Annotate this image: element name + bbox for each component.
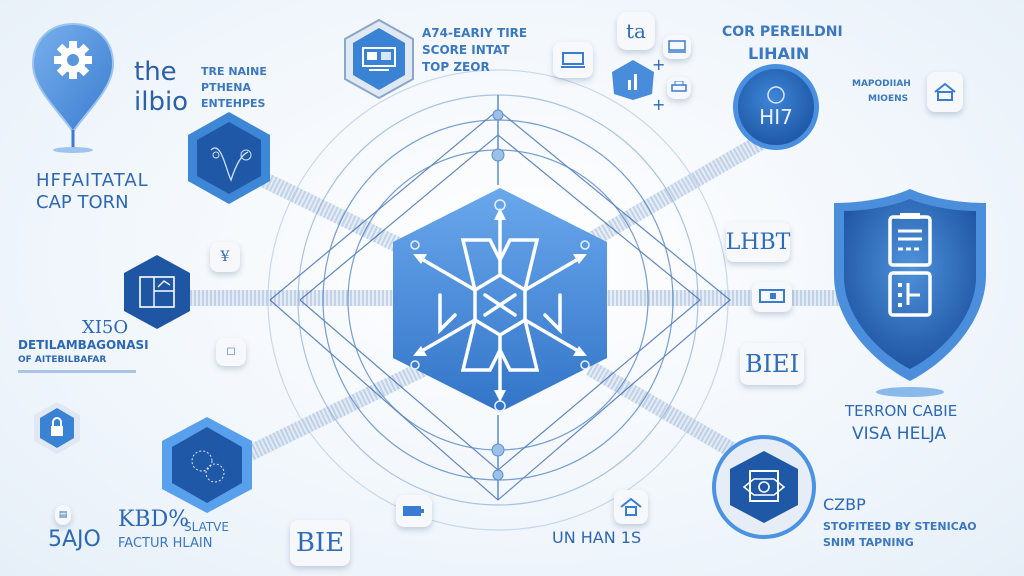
top-left-caption-line2: CAP TORN [36,192,129,213]
bottom-right-subtitle-line2: SNIM TAPNING [823,536,914,549]
house-tile-bottom[interactable] [614,490,648,524]
house-tile[interactable] [927,72,963,112]
top-center-line2: SCORE INTAT [422,43,510,57]
connector-stripe-left [190,290,420,306]
biei-tile-text: BIEI [744,350,800,378]
left-mid-title: XI5O [82,317,129,338]
wiring-hexagon-icon[interactable] [186,110,272,206]
left-mid-subtitle: DETILAMBAGONASI [18,338,149,352]
top-left-title-line2: ilbio [134,87,189,117]
hi7-badge[interactable]: HI7 [733,64,819,150]
secure-document-badge[interactable] [712,435,816,539]
secure-document-icon [730,451,798,523]
top-left-subtitle-2: PTHENA [201,81,252,94]
coins-tile[interactable]: ¥ [210,242,240,272]
house-icon [934,82,956,101]
monitor-icon-mid [759,289,785,303]
top-center-line1: A74-EARIY TIRE [422,26,528,40]
biei-tile[interactable]: BIEI [740,343,804,385]
right-mid-caption-line2: VISA HELJA [852,424,947,444]
right-mid-caption-line1: TERRON CABIE [845,402,958,420]
bie-tile-text: BIE [295,528,345,558]
tile-laptop-icon[interactable] [663,35,691,59]
coin-icon [767,86,785,104]
house-icon-bottom [620,497,642,516]
chart-icon[interactable] [610,58,656,102]
left-mid-caption: OF AITEBILBAFAR [18,355,107,365]
bottom-right-subtitle-line1: STOFITEED BY STENICAO [823,520,977,533]
monitor-tile[interactable] [752,282,792,312]
dashboard-hexagon-icon[interactable] [122,253,192,331]
top-right-side-line1: MAPODIIAH [852,79,911,89]
gear-pin-icon[interactable] [28,20,118,155]
tile-printer-icon[interactable] [667,77,691,99]
bottom-left-code: 5AJO [48,527,101,552]
lock-hexagon-icon[interactable] [32,400,82,456]
left-mid-fine-print [18,370,136,373]
small-doc-tile[interactable]: ▤ [55,505,71,525]
bottom-left-label-line2: FACTUR HLAIN [118,536,213,551]
bottom-left-label-line1: SLATVE [184,520,229,534]
tile-ta[interactable]: ta [617,12,655,50]
top-left-subtitle-3: ENTEHPES [201,97,266,110]
plus-icon-1: + [652,55,666,74]
cloud-gears-hexagon-icon[interactable] [160,415,254,515]
lhbt-tile-text: LHBT [725,229,791,255]
top-left-caption-line1: HFFAITATAL [36,170,149,191]
tile-laptop-icon-left[interactable] [553,42,593,78]
battery-tile[interactable] [396,495,432,527]
top-right-side-line2: MIOENS [868,94,909,104]
top-center-line3: TOP ZEOR [422,60,490,74]
laptop-icon-small [668,40,686,53]
plus-icon-2: + [652,95,666,114]
center-hub-network-hexagon-icon[interactable] [385,180,615,420]
top-right-title-line1: COR PEREILDNI [722,24,843,40]
shield-clipboard-icon[interactable] [828,185,992,385]
top-left-title-line1: the [134,57,177,87]
top-left-subtitle-1: TRE NAINE [201,65,267,78]
shield-shadow [876,387,944,397]
bottom-right-title: CZBP [823,495,866,514]
laptop-icon [561,52,585,68]
hi7-badge-text: HI7 [759,105,793,129]
bottom-left-big-code: KBD% [118,507,190,532]
printer-icon [671,81,687,92]
bottom-center-label: UN HAN 1S [552,528,642,547]
bie-tile[interactable]: BIE [290,520,350,566]
top-right-title-line2: LIHAIN [748,44,810,63]
small-icon-tile[interactable]: ☐ [216,338,246,366]
battery-icon [403,506,424,516]
lhbt-tile[interactable]: LHBT [726,222,790,262]
monitor-hexagon-icon[interactable] [343,18,415,100]
tile-ta-text: ta [626,19,646,43]
